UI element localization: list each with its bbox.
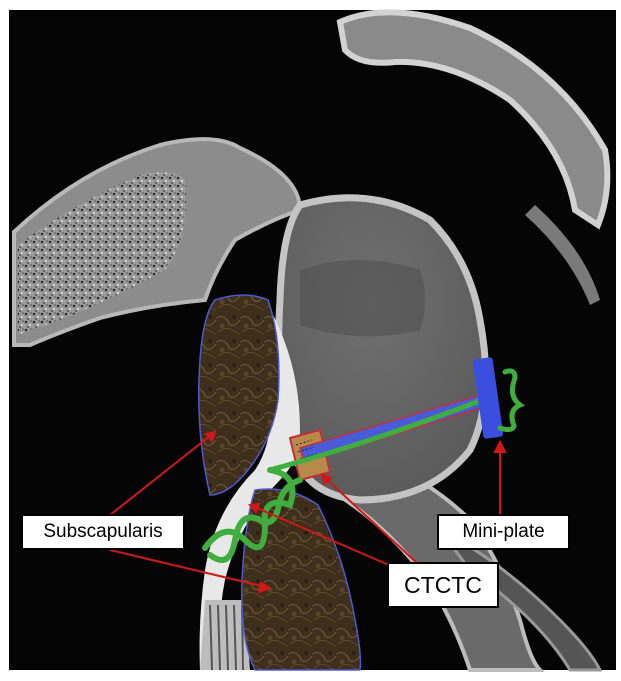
subscapularis-label: Subscapularis	[21, 514, 185, 550]
mini-plate-label: Mini-plate	[437, 514, 570, 550]
ctctc-label: CTCTC	[387, 562, 499, 608]
